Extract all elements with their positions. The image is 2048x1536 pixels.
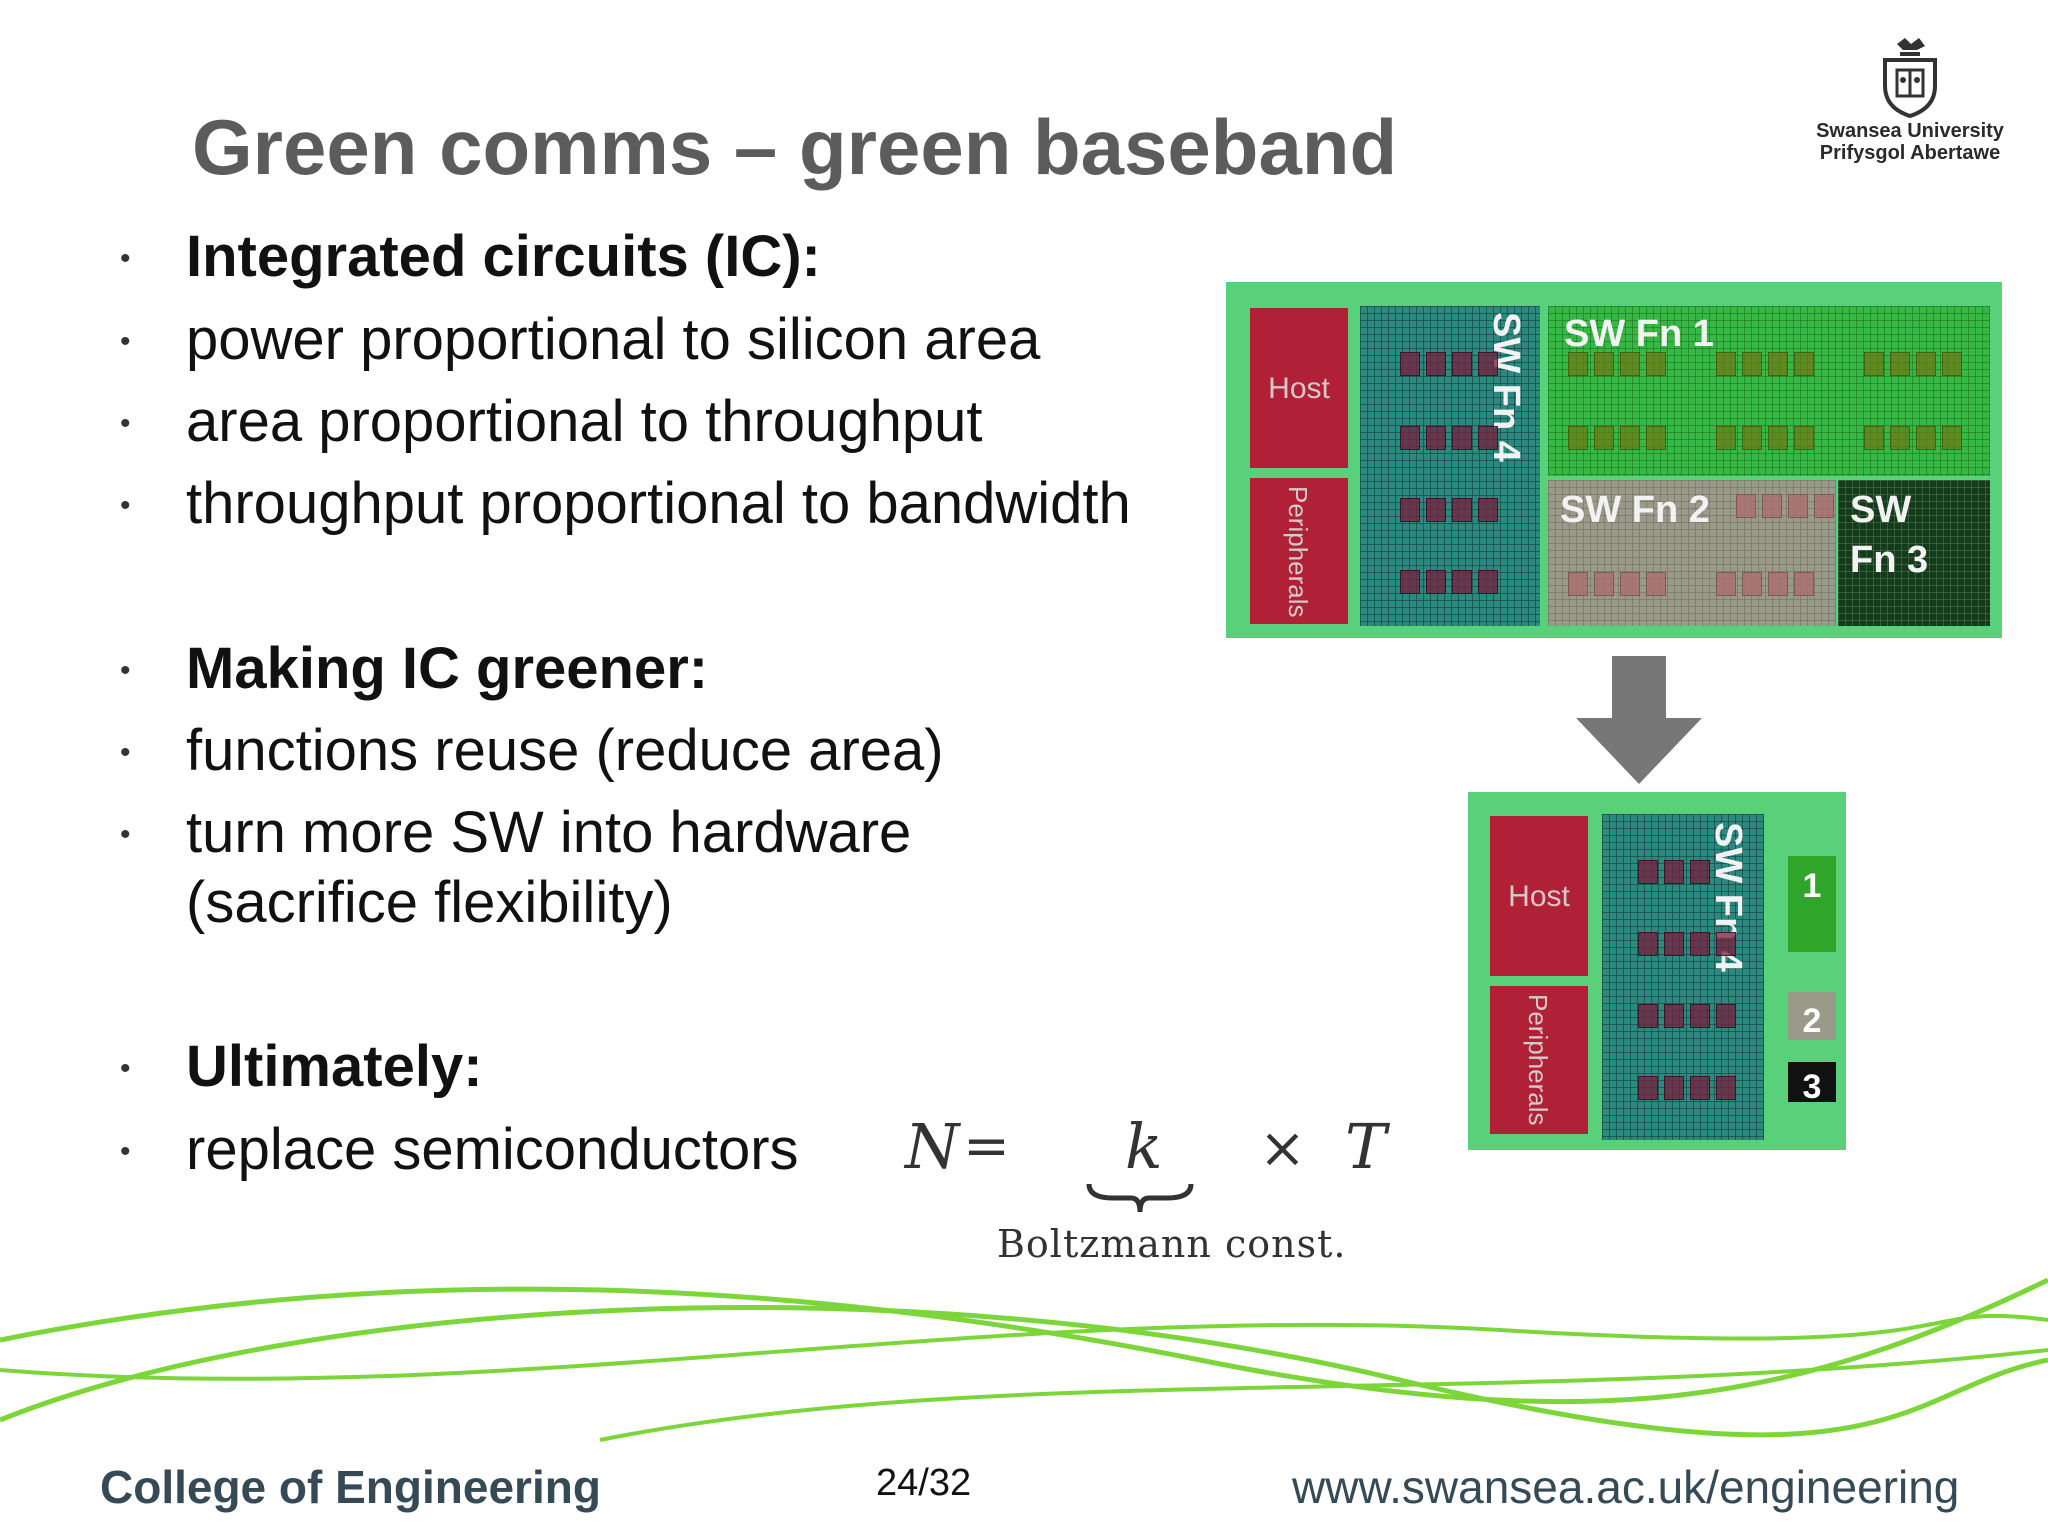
peripherals-label: Peripherals	[1523, 994, 1553, 1126]
sw-fn-1-label: SW Fn 1	[1564, 313, 1714, 355]
chip-diagram-after: Host Peripherals SW Fn 4 1 2 3	[1468, 792, 1846, 1150]
hw-block-1: 1	[1788, 856, 1836, 952]
sw-fn-2-block: SW Fn 2	[1548, 480, 1836, 626]
sw-fn-3-block: SW Fn 3	[1838, 480, 1990, 626]
sw-fn-3-label-line1: SW	[1850, 489, 1912, 531]
peripherals-block: Peripherals	[1490, 986, 1588, 1134]
logic-cells	[1638, 1004, 1736, 1028]
eq-t: T	[1345, 1110, 1387, 1183]
bullet-dot-icon: •	[120, 407, 131, 440]
bullet-text: turn more SW into hardware	[186, 800, 912, 865]
peripherals-block: Peripherals	[1250, 478, 1348, 624]
logic-cells	[1638, 932, 1736, 956]
logic-cells	[1716, 352, 1814, 376]
hw-block-1-label: 1	[1802, 867, 1822, 905]
bullet-text: power proportional to silicon area	[186, 307, 1041, 372]
hw-block-3-label: 3	[1802, 1068, 1822, 1106]
page-number: 24/32	[876, 1462, 972, 1504]
footer-website-link[interactable]: www.swansea.ac.uk/engineering	[1292, 1461, 1960, 1513]
bullet-text: Making IC greener:	[186, 636, 709, 701]
host-block: Host	[1490, 816, 1588, 976]
university-logo: Swansea University Prifysgol Abertawe	[1800, 36, 2020, 164]
bullet-dot-icon: •	[120, 736, 131, 769]
boltzmann-equation: N = k × T Boltzmann const.	[905, 1110, 1425, 1280]
sw-fn-4-block: SW Fn 4	[1360, 306, 1540, 626]
logic-cells	[1400, 498, 1498, 522]
host-block: Host	[1250, 308, 1348, 468]
host-label: Host	[1268, 372, 1330, 405]
hw-block-3: 3	[1788, 1062, 1836, 1106]
bullet-dot-icon: •	[120, 489, 131, 522]
bullet-dot-icon: •	[120, 1052, 131, 1085]
logic-cells	[1716, 426, 1814, 450]
university-crest-icon	[1883, 38, 1937, 119]
logic-cells	[1638, 860, 1710, 884]
bullet-text: functions reuse (reduce area)	[186, 718, 944, 783]
footer-college-name: College of Engineering	[100, 1461, 601, 1513]
bullet-text: replace semiconductors	[186, 1117, 799, 1182]
eq-times: ×	[1259, 1116, 1306, 1181]
eq-equals: =	[963, 1114, 1010, 1179]
hw-block-2-label: 2	[1802, 1002, 1822, 1040]
logic-cells	[1400, 570, 1498, 594]
bullet-text: Ultimately:	[186, 1034, 483, 1099]
bullet-text: Integrated circuits (IC):	[186, 224, 821, 289]
bullet-dot-icon: •	[120, 1135, 131, 1168]
logic-cells	[1864, 352, 1962, 376]
logic-cells	[1568, 572, 1666, 596]
bullet-dot-icon: •	[120, 242, 131, 275]
eq-n: N	[905, 1110, 960, 1183]
logic-cells	[1400, 352, 1498, 376]
hw-block-2: 2	[1788, 992, 1836, 1040]
chip-diagram-before: Host Peripherals SW Fn 4 SW Fn 1 SW Fn 2…	[1226, 282, 2002, 638]
bullet-text: area proportional to throughput	[186, 389, 983, 454]
peripherals-label: Peripherals	[1283, 486, 1313, 618]
eq-k: k	[1125, 1110, 1163, 1183]
underbrace-icon	[1086, 1183, 1194, 1213]
down-arrow-icon	[1576, 656, 1702, 784]
bullet-dot-icon: •	[120, 654, 131, 687]
logo-line-english: Swansea University	[1816, 120, 2004, 142]
logo-line-welsh: Prifysgol Abertawe	[1819, 142, 2001, 164]
logic-cells	[1568, 426, 1666, 450]
eq-underbrace-label: Boltzmann const.	[997, 1222, 1347, 1266]
host-label: Host	[1508, 880, 1570, 913]
logic-cells	[1400, 426, 1498, 450]
sw-fn-2-label: SW Fn 2	[1560, 489, 1710, 531]
logic-cells	[1638, 1076, 1736, 1100]
bullet-dot-icon: •	[120, 818, 131, 851]
logic-cells	[1736, 494, 1834, 518]
logic-cells	[1716, 572, 1814, 596]
logic-cells	[1864, 426, 1962, 450]
sw-fn-4-block: SW Fn 4	[1602, 814, 1764, 1140]
bullet-dot-icon: •	[120, 325, 131, 358]
sw-fn-3-label-line2: Fn 3	[1850, 539, 1929, 581]
sw-fn-1-block: SW Fn 1	[1548, 306, 1990, 476]
bullet-text: throughput proportional to bandwidth	[186, 471, 1131, 536]
decorative-swoosh	[0, 1277, 2048, 1442]
logic-cells	[1568, 352, 1666, 376]
slide-title: Green comms – green baseband	[192, 103, 1398, 191]
bullet-text: (sacrifice flexibility)	[186, 870, 673, 935]
